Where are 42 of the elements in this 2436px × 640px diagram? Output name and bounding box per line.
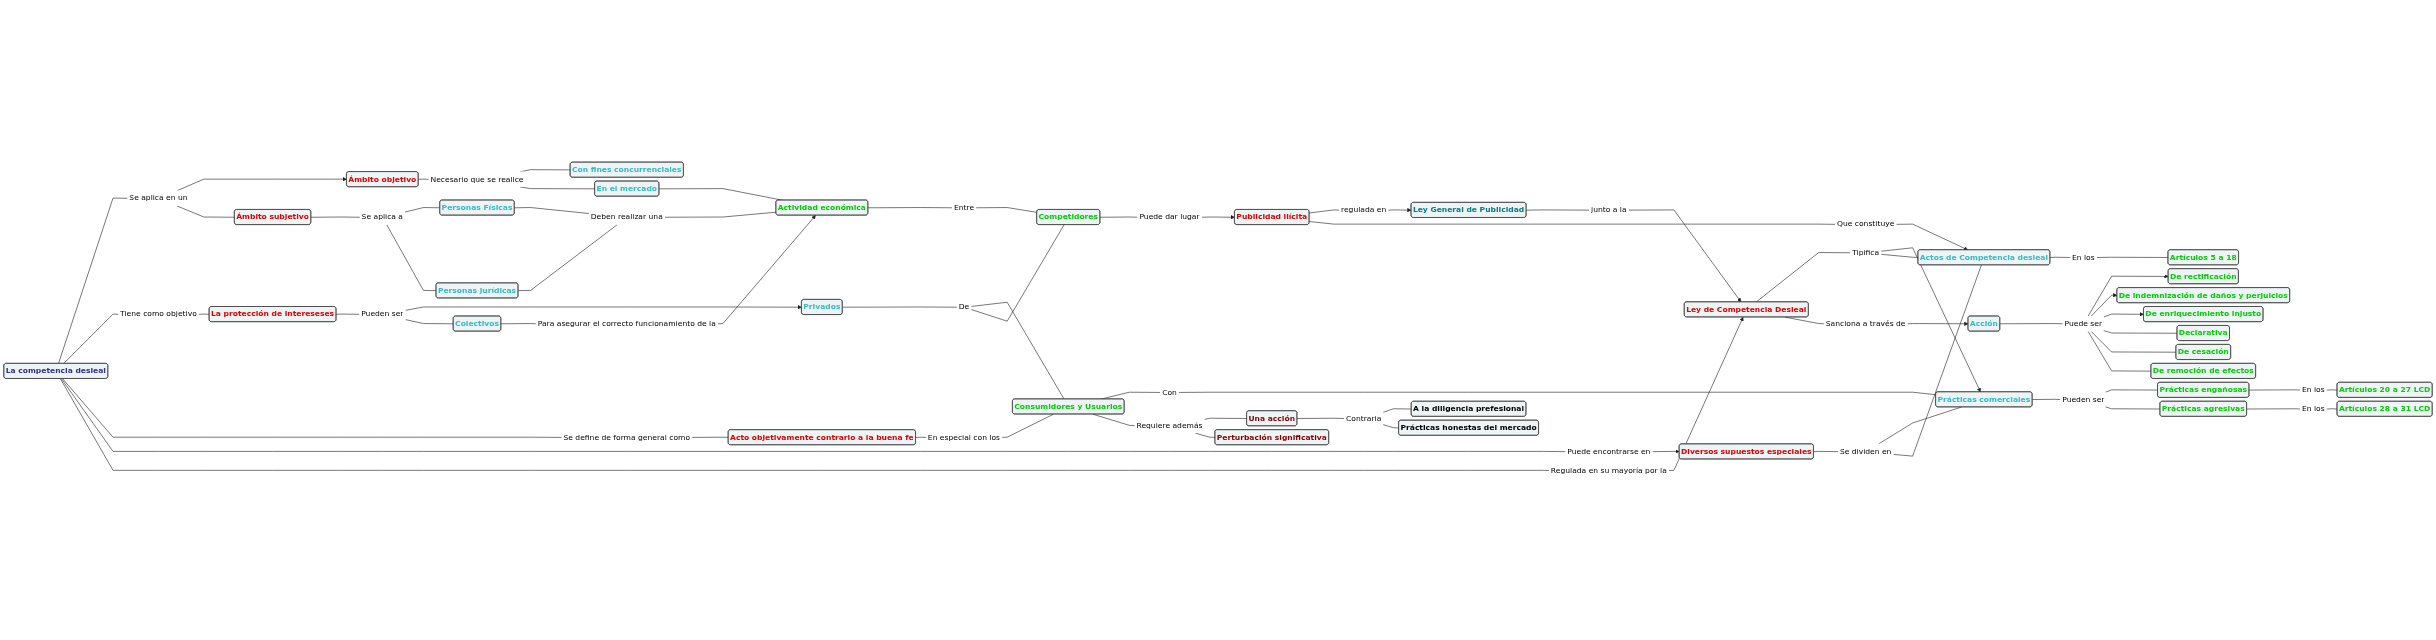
connector xyxy=(500,323,537,325)
connector xyxy=(1178,391,1937,396)
connector xyxy=(1999,323,2064,325)
connector xyxy=(58,197,128,364)
connector xyxy=(867,207,953,209)
connector xyxy=(2049,256,2071,258)
connector xyxy=(971,301,1065,400)
connector xyxy=(310,216,361,218)
connector xyxy=(2248,389,2301,391)
connector xyxy=(418,178,430,180)
connector xyxy=(1309,221,1836,225)
connector xyxy=(1878,406,1962,445)
connector xyxy=(664,211,777,218)
connector xyxy=(1296,417,1345,419)
connector xyxy=(1893,264,1982,457)
connector xyxy=(386,224,437,291)
connector xyxy=(62,378,563,438)
connector xyxy=(1880,254,1919,258)
connector xyxy=(1813,451,1839,452)
connector xyxy=(1092,413,1136,426)
connector xyxy=(1755,252,1851,303)
connector xyxy=(842,306,958,308)
connector xyxy=(1526,209,1590,211)
connector xyxy=(2032,399,2061,400)
connector xyxy=(517,224,618,291)
connector xyxy=(176,205,235,218)
connector xyxy=(404,207,441,213)
connector xyxy=(971,224,1065,322)
connector xyxy=(1001,413,1054,438)
connector xyxy=(915,436,927,438)
connector xyxy=(1382,408,1412,413)
connector xyxy=(1309,209,1340,214)
connector xyxy=(1099,216,1139,218)
connector xyxy=(1204,417,1248,420)
connector xyxy=(514,207,590,214)
connector xyxy=(519,169,571,173)
connector xyxy=(2246,408,2301,410)
connector xyxy=(975,207,1038,213)
connector xyxy=(2105,406,2161,410)
connector xyxy=(335,313,360,315)
connector xyxy=(61,378,1566,452)
connector xyxy=(60,378,1550,471)
